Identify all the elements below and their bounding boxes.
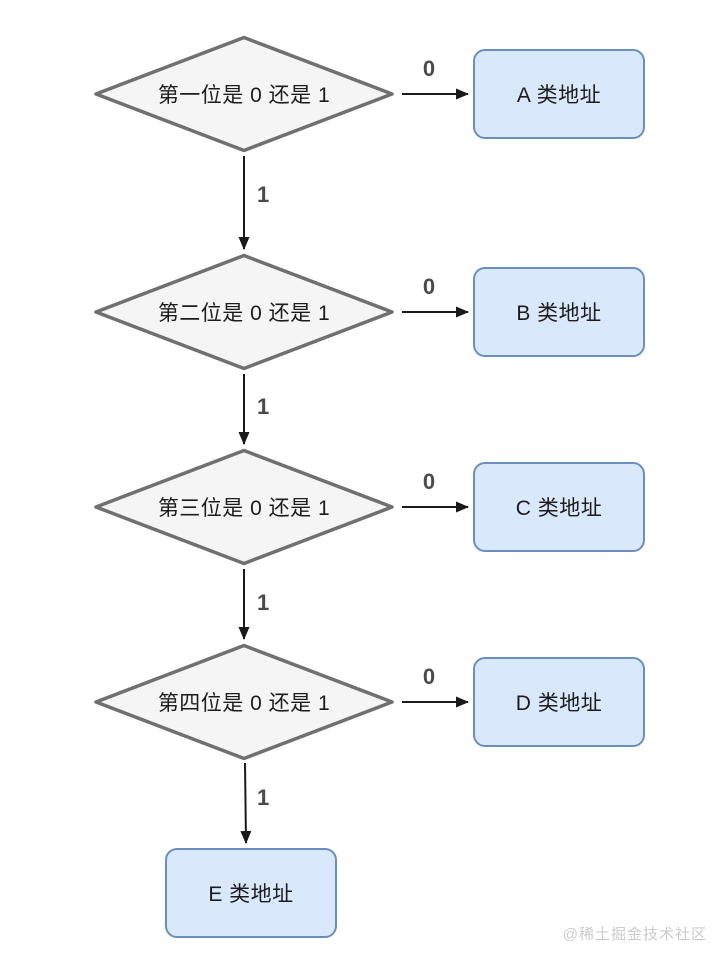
result-node-class-d: D 类地址 <box>473 657 645 747</box>
decision-node-bit2: 第二位是 0 还是 1 <box>93 253 395 371</box>
edge-label-one-2: 1 <box>257 394 270 419</box>
result-label: E 类地址 <box>208 883 294 906</box>
result-node-class-e: E 类地址 <box>165 848 337 938</box>
result-label: A 类地址 <box>516 84 602 107</box>
result-label: D 类地址 <box>515 692 603 715</box>
edge-label-zero-4: 0 <box>422 664 436 689</box>
result-label: B 类地址 <box>516 302 602 325</box>
decision-node-bit1: 第一位是 0 还是 1 <box>93 35 395 153</box>
result-node-class-b: B 类地址 <box>473 267 645 357</box>
diamond-shape <box>94 253 394 371</box>
edge-label-one-4: 1 <box>257 785 270 810</box>
decision-label: 第二位是 0 还是 1 <box>157 302 331 325</box>
decision-node-bit3: 第三位是 0 还是 1 <box>93 448 395 566</box>
diamond-shape <box>94 35 394 153</box>
result-node-class-c: C 类地址 <box>473 462 645 552</box>
edge-d4-to-e <box>240 762 252 844</box>
decision-label: 第三位是 0 还是 1 <box>157 497 331 520</box>
edge-label-zero-1: 0 <box>422 56 436 81</box>
result-label: C 类地址 <box>515 497 603 520</box>
diamond-shape <box>94 643 394 761</box>
result-node-class-a: A 类地址 <box>473 49 645 139</box>
decision-node-bit4: 第四位是 0 还是 1 <box>93 643 395 761</box>
edge-label-one-1: 1 <box>257 182 270 207</box>
decision-label: 第四位是 0 还是 1 <box>157 692 331 715</box>
edge-label-zero-3: 0 <box>422 469 436 494</box>
diamond-shape <box>94 448 394 566</box>
edge-label-zero-2: 0 <box>422 274 436 299</box>
watermark-text: @稀土掘金技术社区 <box>562 926 707 943</box>
decision-label: 第一位是 0 还是 1 <box>157 84 331 107</box>
edge-label-one-3: 1 <box>257 590 270 615</box>
